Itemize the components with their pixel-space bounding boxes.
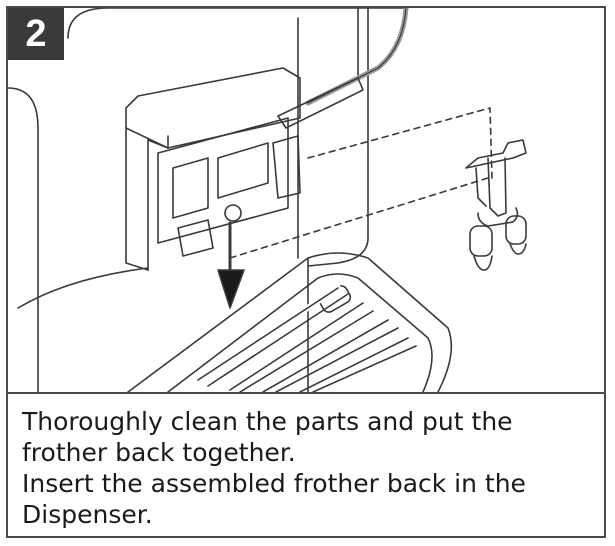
step-number-badge: 2 bbox=[8, 8, 64, 60]
instruction-text: Thoroughly clean the parts and put the f… bbox=[22, 406, 592, 530]
instruction-line-insert: Insert the assembled frother back in the… bbox=[22, 469, 526, 529]
frother-diagram bbox=[8, 8, 527, 392]
instruction-line-clean: Thoroughly clean the parts and put the f… bbox=[22, 407, 513, 467]
instruction-panel: 2 Thoroughly clean the parts and put the… bbox=[6, 6, 606, 538]
frother-illustration: 2 bbox=[8, 8, 604, 394]
